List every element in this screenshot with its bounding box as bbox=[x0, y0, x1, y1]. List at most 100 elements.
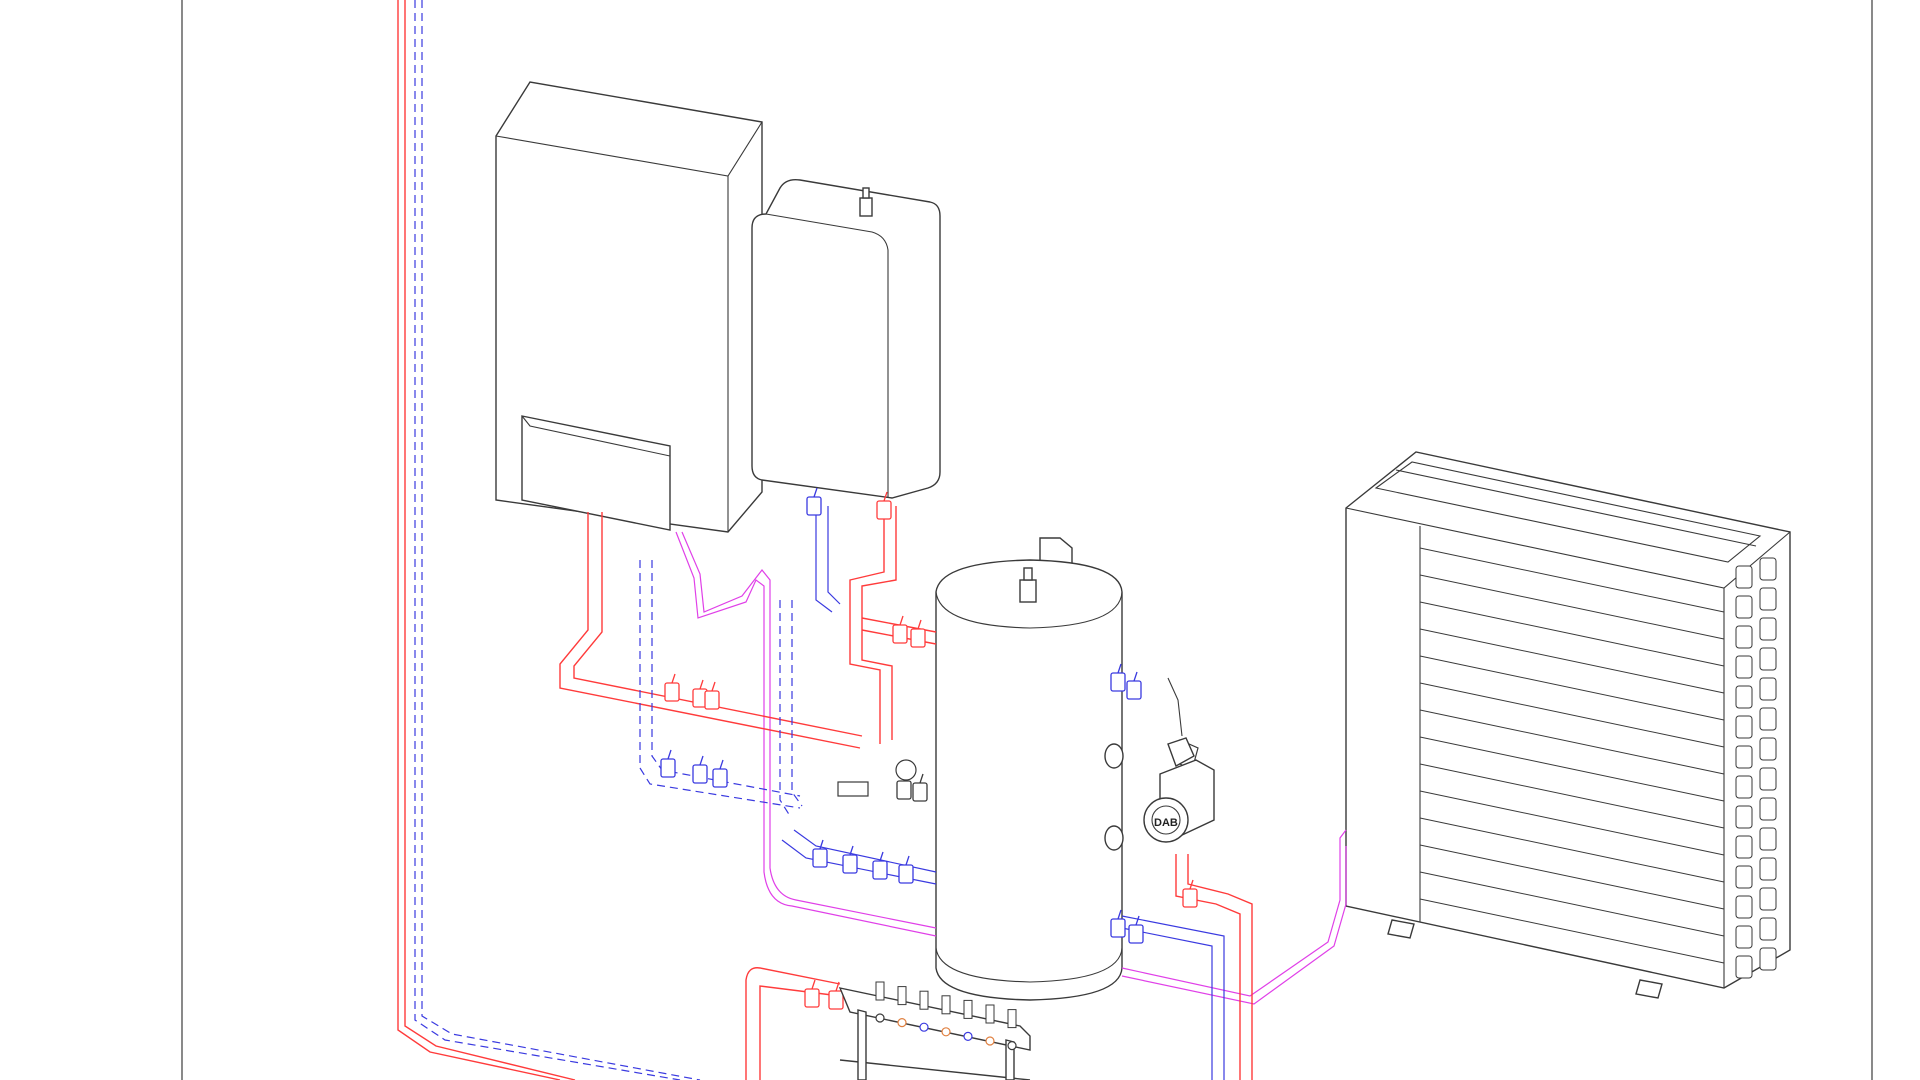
side-vent-slot bbox=[1735, 895, 1753, 919]
valve-handle bbox=[671, 673, 676, 684]
valve-icon bbox=[1128, 924, 1144, 944]
side-vent-slot bbox=[1759, 647, 1777, 671]
gauge-icon bbox=[895, 759, 917, 781]
grille-slat bbox=[1419, 736, 1725, 802]
manifold-port bbox=[963, 999, 973, 1019]
valve-icon bbox=[1110, 918, 1126, 938]
side-vent-slot bbox=[1759, 677, 1777, 701]
side-vent-slot bbox=[1759, 707, 1777, 731]
grille-slat bbox=[1419, 574, 1725, 640]
grille-slat bbox=[1419, 655, 1725, 721]
manifold-port bbox=[941, 995, 951, 1015]
cold-pipework bbox=[639, 506, 1225, 1080]
hot-pipework bbox=[559, 506, 1253, 1080]
valve-handle bbox=[1133, 671, 1138, 682]
valve-icon bbox=[898, 864, 914, 884]
manifold-port bbox=[875, 981, 885, 1001]
valve-icon bbox=[896, 780, 912, 800]
side-vent-slot bbox=[1759, 767, 1777, 791]
air-vent-icon bbox=[859, 187, 873, 217]
manifold-port bbox=[897, 986, 907, 1006]
valve-handle bbox=[1189, 879, 1194, 890]
valve-icon bbox=[842, 854, 858, 874]
valve-handle bbox=[835, 981, 840, 992]
valve-handle bbox=[917, 619, 922, 630]
manifold-outlet bbox=[963, 1031, 973, 1042]
valve-handle bbox=[719, 759, 724, 770]
manifold-outlet bbox=[985, 1036, 995, 1046]
outdoor-heat-pump bbox=[1345, 451, 1791, 999]
valve-handle bbox=[699, 755, 704, 766]
manifold-port bbox=[1007, 1009, 1017, 1029]
side-vent-slot bbox=[1759, 887, 1777, 911]
manifold-outlet bbox=[897, 1017, 907, 1028]
manifold bbox=[838, 981, 1031, 1080]
valve-icon bbox=[1110, 672, 1126, 692]
valve-fittings bbox=[660, 487, 1199, 1010]
side-vent-slot bbox=[1735, 745, 1753, 769]
side-vent-slot bbox=[1735, 775, 1753, 799]
mixing-valve-icon bbox=[837, 781, 869, 797]
manifold-outlet bbox=[941, 1027, 951, 1037]
grille-slat bbox=[1419, 628, 1725, 694]
valve-icon bbox=[704, 690, 720, 710]
manifold-outlet bbox=[1007, 1040, 1017, 1051]
valve-icon bbox=[876, 500, 892, 520]
manifold-outlet bbox=[875, 1013, 885, 1023]
circulation-pump: DAB bbox=[1143, 677, 1215, 843]
valve-handle bbox=[883, 491, 888, 502]
grille-slat bbox=[1419, 817, 1725, 883]
valve-icon bbox=[806, 496, 822, 516]
valve-handle bbox=[699, 679, 704, 690]
valve-handle bbox=[667, 749, 672, 760]
grille-slat bbox=[1419, 682, 1725, 748]
air-vent-icon bbox=[1019, 567, 1037, 603]
side-vent-slot bbox=[1735, 565, 1753, 589]
valve-icon bbox=[892, 624, 908, 644]
side-vent-slot bbox=[1735, 595, 1753, 619]
pump-brand-label: DAB bbox=[1154, 817, 1178, 829]
side-vent-slot bbox=[1759, 827, 1777, 851]
valve-icon bbox=[910, 628, 926, 648]
valve-icon bbox=[660, 758, 676, 778]
valve-handle bbox=[899, 615, 904, 626]
side-vent-slot bbox=[1759, 737, 1777, 761]
manifold-port bbox=[919, 990, 929, 1010]
valve-icon bbox=[828, 990, 844, 1010]
valve-handle bbox=[1117, 663, 1122, 674]
valve-handle bbox=[813, 487, 818, 498]
valve-icon bbox=[872, 860, 888, 880]
valve-handle bbox=[849, 845, 854, 856]
side-vent-slot bbox=[1735, 865, 1753, 889]
side-vent-slot bbox=[1735, 715, 1753, 739]
side-vent-slot bbox=[1759, 557, 1777, 581]
grille-slat bbox=[1419, 898, 1725, 964]
manifold-outlet bbox=[919, 1022, 929, 1032]
valve-handle bbox=[905, 855, 910, 866]
fan-grille-icon bbox=[1419, 547, 1725, 964]
valve-icon bbox=[812, 848, 828, 868]
valve-icon bbox=[1126, 680, 1142, 700]
manifold-port bbox=[985, 1004, 995, 1024]
valve-handle bbox=[1117, 909, 1122, 920]
valve-handle bbox=[819, 839, 824, 850]
left-riser-pipes bbox=[397, 0, 701, 1080]
control-box bbox=[751, 178, 941, 499]
valve-icon bbox=[912, 782, 928, 802]
side-vent-slot bbox=[1759, 947, 1777, 971]
valve-icon bbox=[712, 768, 728, 788]
side-vent-slot bbox=[1759, 917, 1777, 941]
valve-icon bbox=[1182, 888, 1198, 908]
valve-handle bbox=[811, 979, 816, 990]
valve-handle bbox=[919, 773, 924, 784]
side-vent-slot bbox=[1735, 955, 1753, 979]
grille-slat bbox=[1419, 790, 1725, 856]
side-vent-slot bbox=[1759, 587, 1777, 611]
valve-handle bbox=[879, 851, 884, 862]
grille-slat bbox=[1419, 709, 1725, 775]
grille-slat bbox=[1419, 763, 1725, 829]
side-vent-slot bbox=[1735, 625, 1753, 649]
grille-slat bbox=[1419, 547, 1725, 613]
side-vent-slot bbox=[1735, 835, 1753, 859]
